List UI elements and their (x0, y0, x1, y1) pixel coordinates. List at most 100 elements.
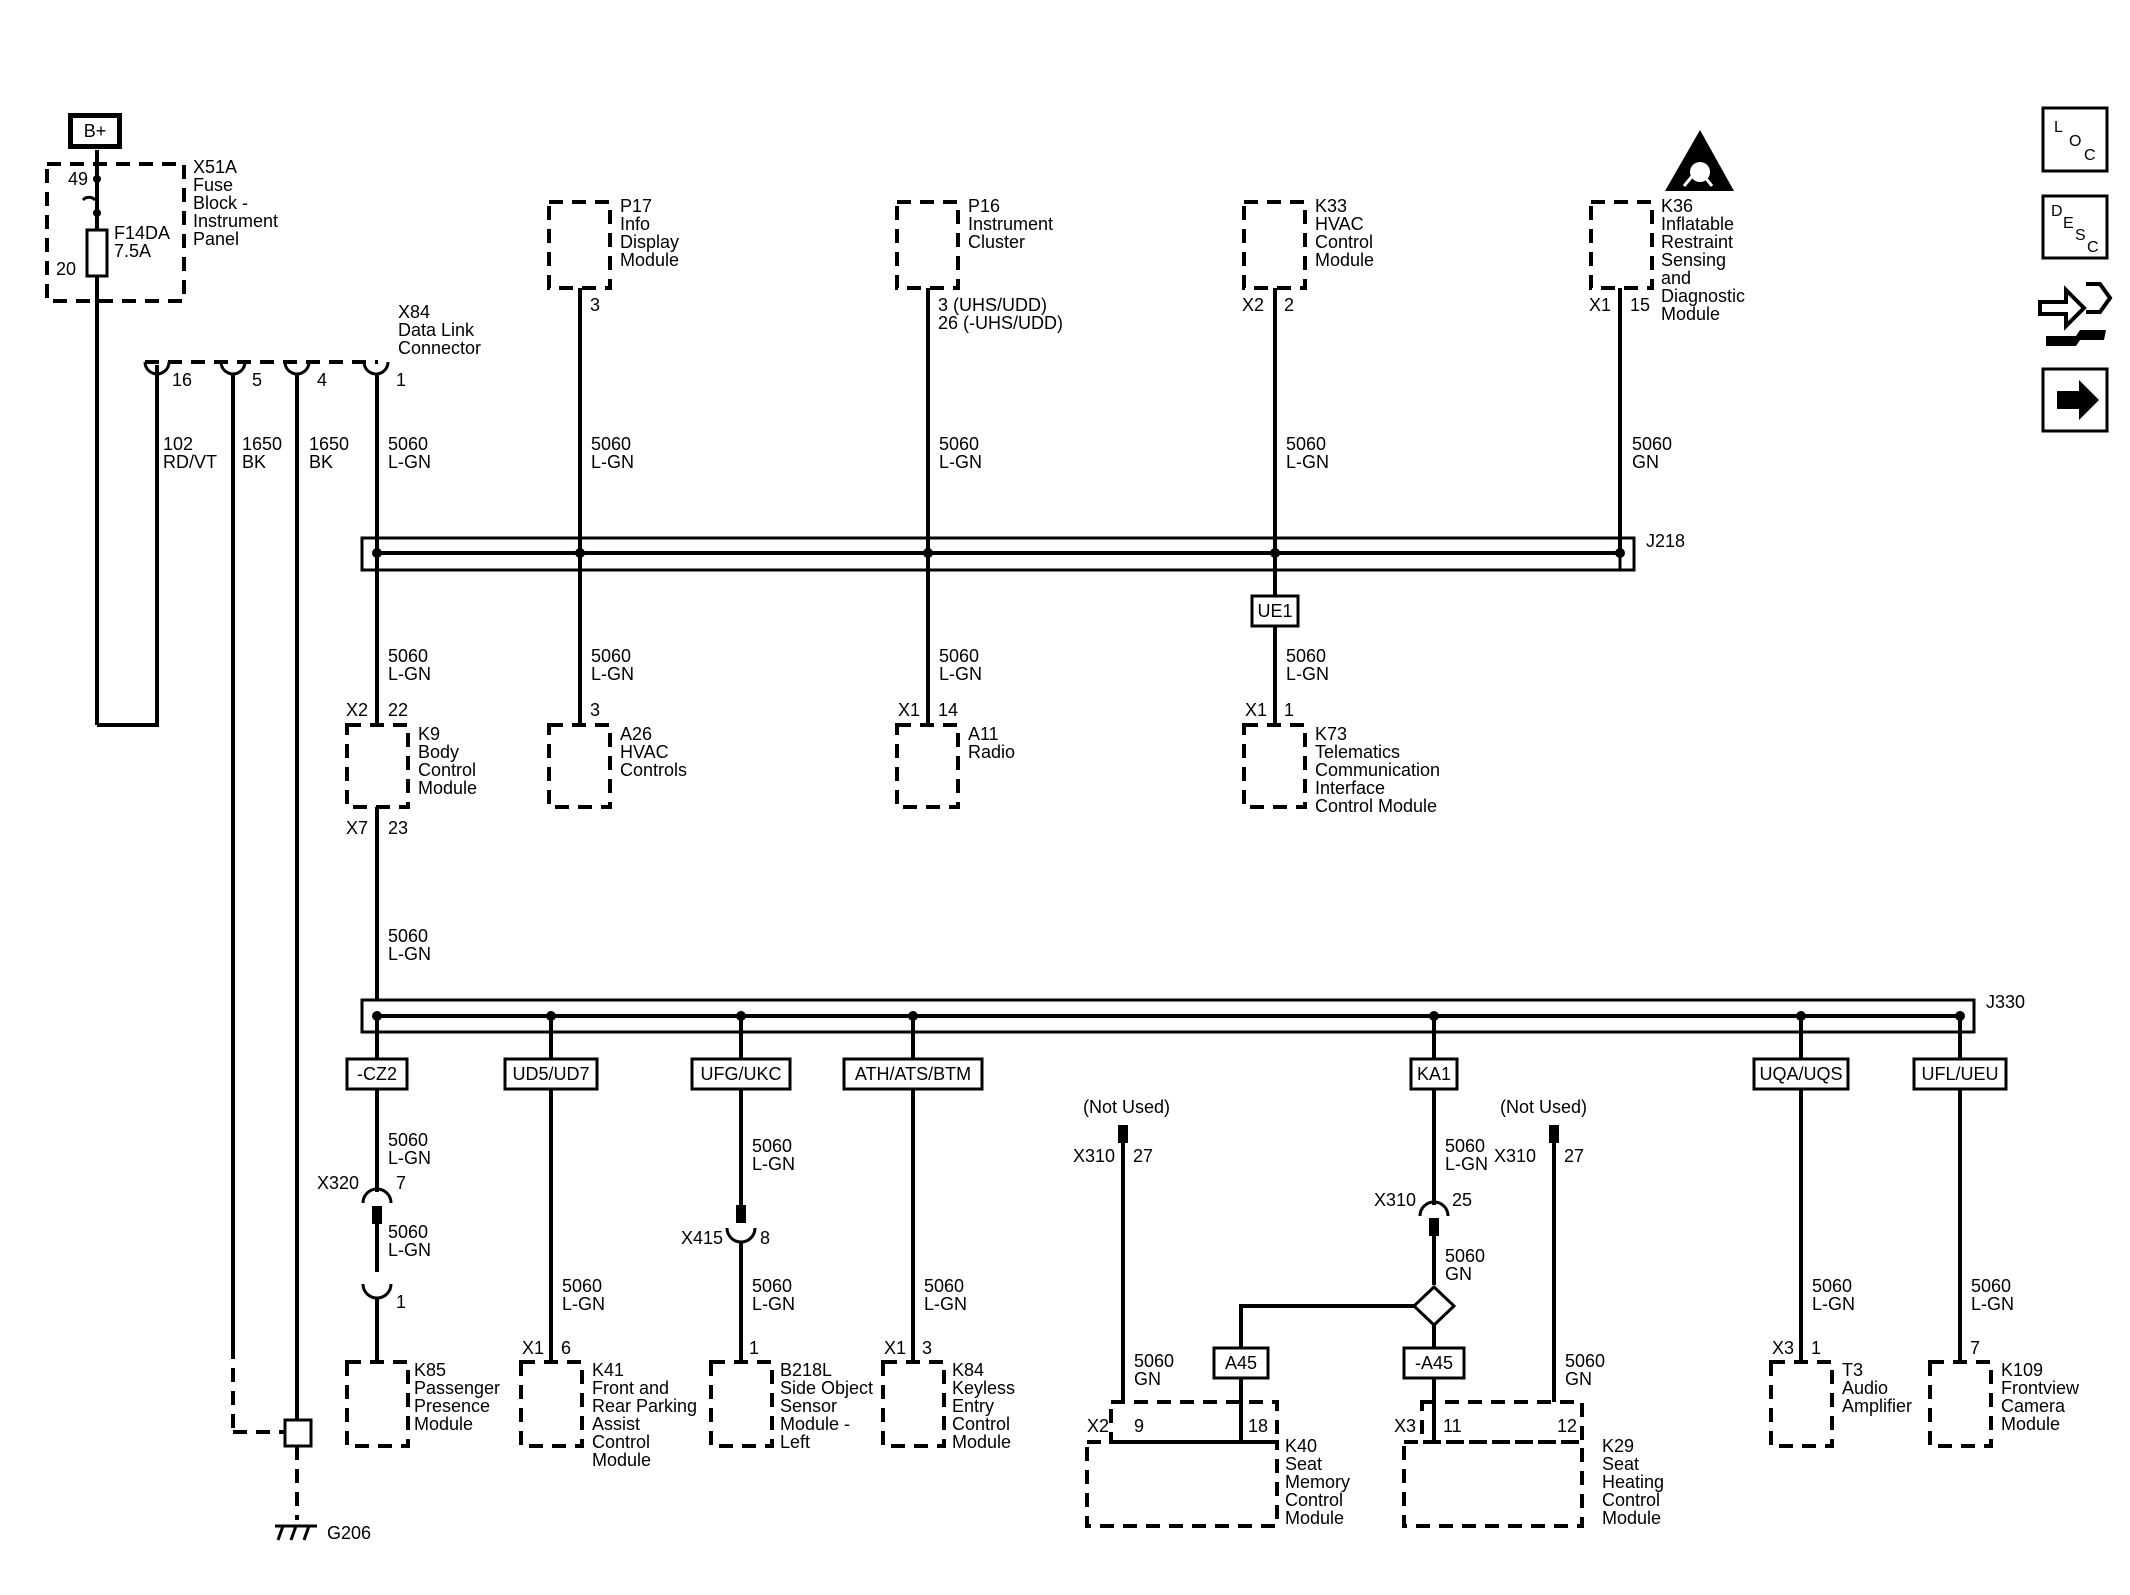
b218l-l1: B218L (780, 1360, 832, 1380)
k36-circuit: 5060 (1632, 434, 1672, 454)
k36-l3: Restraint (1661, 232, 1733, 252)
dlc-label-3: Connector (398, 338, 481, 358)
k29-pin-b: 12 (1557, 1416, 1577, 1436)
module-k84 (881, 1360, 946, 1448)
dlc-label-2: Data Link (398, 320, 475, 340)
k84-l5: Module (952, 1432, 1011, 1452)
fuse-label-2: 7.5A (114, 241, 151, 261)
k84-l4: Control (952, 1414, 1010, 1434)
k9-out-circuit: 5060 (388, 926, 428, 946)
svg-text:Block -: Block - (193, 193, 248, 213)
arrow-right-icon[interactable] (2041, 367, 2109, 433)
a11-color: L-GN (939, 664, 982, 684)
ground-splice (283, 1418, 313, 1448)
x320-conn: X320 (317, 1173, 359, 1193)
module-k109 (1928, 1360, 1993, 1448)
k40-color: GN (1134, 1369, 1161, 1389)
x415-color2: L-GN (752, 1294, 795, 1314)
svg-text:O: O (2069, 133, 2081, 150)
k40-x310-pin: 27 (1133, 1146, 1153, 1166)
t3-l3: Amplifier (1842, 1396, 1912, 1416)
k109-l4: Module (2001, 1414, 2060, 1434)
connector-wrench-icon[interactable] (2038, 282, 2113, 346)
t3-l2: Audio (1842, 1378, 1888, 1398)
x320-pin-top: 7 (396, 1173, 406, 1193)
desc-icon[interactable]: D E S C (2041, 194, 2109, 260)
k40-l3: Memory (1285, 1472, 1350, 1492)
splice-diamond (1411, 1284, 1457, 1328)
k29-l3: Heating (1602, 1472, 1664, 1492)
k85-l3: Presence (414, 1396, 490, 1416)
wire-1650a-color: BK (242, 452, 266, 472)
option-label: KA1 (1417, 1064, 1451, 1084)
svg-text:C: C (2084, 147, 2096, 164)
p17-l3: Display (620, 232, 679, 252)
k40-not-used: (Not Used) (1083, 1097, 1170, 1117)
svg-text:C: C (2087, 239, 2099, 256)
k33-l2: HVAC (1315, 214, 1364, 234)
p16-l3: Cluster (968, 232, 1025, 252)
a26-l3: Controls (620, 760, 687, 780)
b218l-l3: Sensor (780, 1396, 837, 1416)
k40-l5: Module (1285, 1508, 1344, 1528)
option-box: KA1 (1409, 1057, 1459, 1091)
k85-l1: K85 (414, 1360, 446, 1380)
k40-conn: X2 (1087, 1416, 1109, 1436)
k33-pin: 2 (1284, 295, 1294, 315)
option-neg-a45-label: -A45 (1415, 1353, 1453, 1373)
loc-icon[interactable]: L O C (2041, 106, 2109, 173)
fuse-block-label: X51A Fuse Block - Instrument Panel (193, 157, 278, 249)
x320-pin-bottom: 1 (396, 1292, 406, 1312)
t3-color: L-GN (1812, 1294, 1855, 1314)
k84-circuit: 5060 (924, 1276, 964, 1296)
k33-l3: Control (1315, 232, 1373, 252)
module-k73 (1242, 723, 1307, 809)
ka1-color1: L-GN (1445, 1154, 1488, 1174)
x415-conn: X415 (681, 1228, 723, 1248)
option-ue1 (1250, 594, 1300, 628)
k40-pin-b: 18 (1248, 1416, 1268, 1436)
option-ue1-label: UE1 (1257, 601, 1292, 621)
x320-circuit1: 5060 (388, 1130, 428, 1150)
module-a11 (895, 723, 960, 809)
ka1-circuit2: 5060 (1445, 1246, 1485, 1266)
option-label: UFL/UEU (1921, 1064, 1998, 1084)
option-box: ATH/ATS/BTM (842, 1057, 984, 1091)
k40-circuit: 5060 (1134, 1351, 1174, 1371)
b218l-l4: Module - (780, 1414, 850, 1434)
k73-l4: Interface (1315, 778, 1385, 798)
k109-l1: K109 (2001, 1360, 2043, 1380)
a26-l2: HVAC (620, 742, 669, 762)
a26-color: L-GN (591, 664, 634, 684)
module-k40 (1085, 1440, 1279, 1528)
k9-l3: Control (418, 760, 476, 780)
supply-label: B+ (84, 121, 107, 141)
k40-l4: Control (1285, 1490, 1343, 1510)
k41-conn: X1 (522, 1338, 544, 1358)
k73-l1: K73 (1315, 724, 1347, 744)
svg-text:L: L (2054, 119, 2063, 136)
k29-l2: Seat (1602, 1454, 1639, 1474)
k9-conn-out: X7 (346, 818, 368, 838)
x415-circuit2: 5060 (752, 1276, 792, 1296)
j330-splice-dot (1796, 1011, 1806, 1021)
esd-warning-icon (1665, 130, 1734, 191)
k29-l5: Module (1602, 1508, 1661, 1528)
k84-color: L-GN (924, 1294, 967, 1314)
wire-dlc-5060: 5060 (388, 434, 428, 454)
p16-pin2: 26 (-UHS/UDD) (938, 313, 1063, 333)
svg-text:Fuse: Fuse (193, 175, 233, 195)
k85-l2: Passenger (414, 1378, 500, 1398)
k36-conn: X1 (1589, 295, 1611, 315)
k41-l2: Front and (592, 1378, 669, 1398)
k41-l3: Rear Parking (592, 1396, 697, 1416)
p16-l1: P16 (968, 196, 1000, 216)
module-k9 (345, 723, 410, 809)
k9-pin-in: 22 (388, 700, 408, 720)
k41-l4: Assist (592, 1414, 640, 1434)
k36-l4: Sensing (1661, 250, 1726, 270)
fuse-symbol (85, 228, 109, 278)
k109-l2: Frontview (2001, 1378, 2080, 1398)
k36-color: GN (1632, 452, 1659, 472)
splice-j218-label: J218 (1646, 531, 1685, 551)
